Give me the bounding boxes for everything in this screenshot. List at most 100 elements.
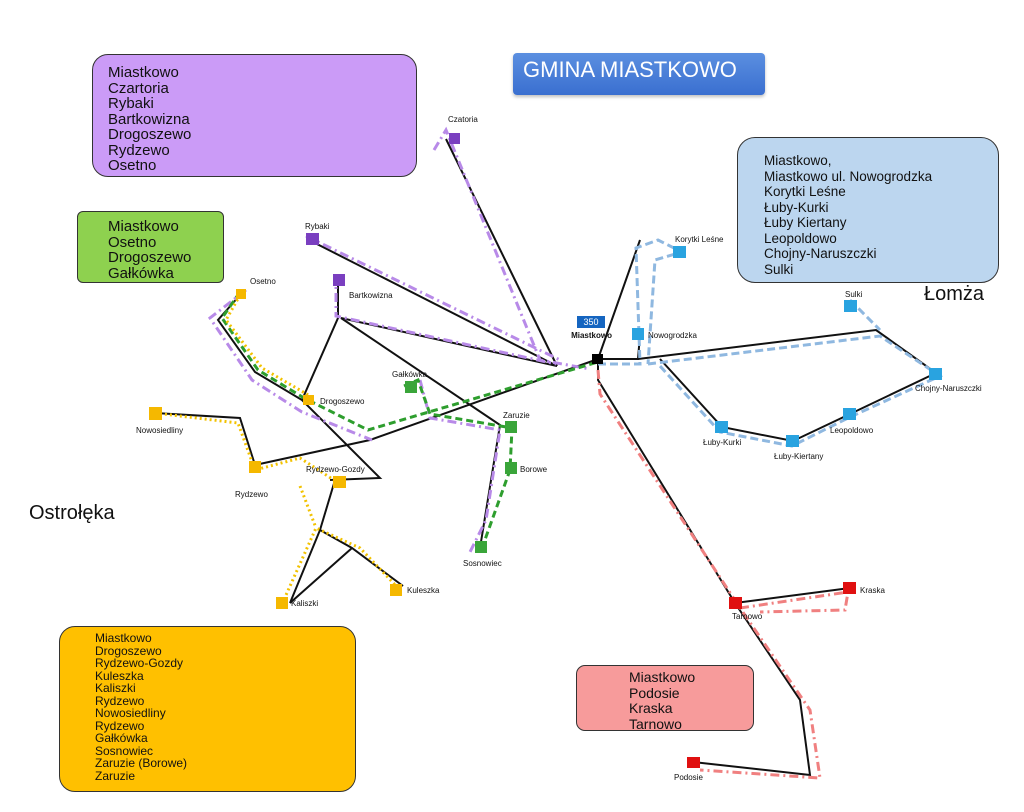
legend-item: Kaliszki xyxy=(95,681,136,695)
legend-green-route: Miastkowo Osetno Drogoszewo Gałkówka xyxy=(77,211,224,283)
legend-item: Rydzewo-Gozdy xyxy=(95,656,184,670)
legend-item: Rydzewo xyxy=(95,718,145,733)
stop-marker-drogoszewo[interactable] xyxy=(303,395,314,405)
stop-markers xyxy=(149,133,942,768)
page-title: GMINA MIASTKOWO xyxy=(513,53,765,95)
stop-label-osetno: Osetno xyxy=(250,277,276,286)
legend-item: Miastkowo xyxy=(108,64,179,81)
stop-label-luby-kurki: Łuby-Kurki xyxy=(703,438,741,447)
stop-label-sosnowiec: Sosnowiec xyxy=(463,559,502,568)
stop-label-podosie: Podosie xyxy=(674,773,703,782)
legend-item: Bartkowizna xyxy=(108,110,190,128)
stop-label-nowosiedliny: Nowosiedliny xyxy=(136,426,183,435)
stop-marker-chojny[interactable] xyxy=(929,368,942,380)
legend-item: Łuby Kiertany xyxy=(764,215,847,230)
stop-label-czatoria: Czatoria xyxy=(448,115,478,124)
stop-label-galkowka: Gałkówka xyxy=(392,370,428,379)
stop-label-rydzewo: Rydzewo xyxy=(235,490,268,499)
stop-marker-rybaki[interactable] xyxy=(306,233,319,245)
stop-label-borowe: Borowe xyxy=(520,465,548,474)
stop-marker-luby-kiertany[interactable] xyxy=(786,435,799,447)
stop-marker-borowe[interactable] xyxy=(505,462,517,474)
legend-item: Czartoria xyxy=(108,79,169,97)
stop-marker-kuleszka[interactable] xyxy=(390,584,402,596)
route-number-badge: 350 xyxy=(577,316,605,328)
stop-label-nowogrodzka: Nowogrodzka xyxy=(648,331,697,340)
legend-item: Rybaki xyxy=(108,95,154,112)
legend-item: Tarnowo xyxy=(629,715,682,732)
stop-label-rybaki: Rybaki xyxy=(305,222,330,231)
stop-marker-korytki[interactable] xyxy=(673,246,686,258)
stop-marker-rydzewo-gozdy[interactable] xyxy=(333,476,346,488)
legend-item: Miastkowo xyxy=(108,218,179,235)
legend-red-route: Miastkowo Podosie Kraska Tarnowo xyxy=(576,665,754,731)
stop-label-chojny: Chojny-Naruszczki xyxy=(915,384,982,393)
legend-item: Osetno xyxy=(108,157,157,174)
legend-item: Miastkowo xyxy=(629,669,696,685)
region-label-west: Ostrołęka xyxy=(29,502,115,524)
stop-label-rydzewo-gozdy: Rydzewo-Gozdy xyxy=(306,465,365,474)
legend-item: Miastkowo xyxy=(95,631,152,645)
stop-label-kaliszki: Kaliszki xyxy=(291,599,318,608)
legend-blue-route: Miastkowo, Miastkowo ul. Nowogrodzka Kor… xyxy=(737,137,999,283)
stop-label-miastkowo: Miastkowo xyxy=(571,331,612,340)
stop-label-tarnowo: Tarnowo xyxy=(732,612,763,621)
legend-item: Osetno xyxy=(108,233,157,251)
stop-marker-luby-kurki[interactable] xyxy=(715,421,728,433)
legend-item: Zaruzie xyxy=(95,768,136,783)
stop-marker-kraska[interactable] xyxy=(843,582,856,594)
stop-label-sulki: Sulki xyxy=(845,290,863,299)
stop-marker-galkowka[interactable] xyxy=(405,381,417,393)
yellow-route xyxy=(154,294,402,605)
legend-item: Podosie xyxy=(629,684,680,701)
legend-item: Rydzewo xyxy=(108,141,170,159)
red-route xyxy=(596,369,850,780)
purple-route xyxy=(207,126,591,553)
stop-labels: Miastkowo Czatoria Rybaki Bartkowizna Os… xyxy=(136,115,982,782)
legend-item: Sosnowiec xyxy=(95,743,154,758)
stop-marker-rydzewo[interactable] xyxy=(249,461,261,473)
legend-item: Chojny-Naruszczki xyxy=(764,246,877,261)
stop-label-kuleszka: Kuleszka xyxy=(407,586,440,595)
legend-item: Drogoszewo xyxy=(108,126,192,143)
legend-item: Kraska xyxy=(629,700,673,716)
stop-marker-zaruzie[interactable] xyxy=(505,421,517,433)
legend-item: Gałkówka xyxy=(95,731,148,745)
legend-item: Sulki xyxy=(764,261,794,277)
legend-item: Miastkowo ul. Nowogrodzka xyxy=(764,168,933,184)
stop-label-leopoldowo: Leopoldowo xyxy=(830,426,874,435)
stop-marker-nowogrodzka[interactable] xyxy=(632,328,644,340)
stop-marker-sosnowiec[interactable] xyxy=(475,541,487,553)
legend-item: Drogoszewo xyxy=(108,249,192,266)
stop-marker-bartkowizna[interactable] xyxy=(333,274,345,286)
stop-marker-sulki[interactable] xyxy=(844,300,857,312)
legend-item: Kuleszka xyxy=(95,668,144,683)
stop-marker-nowosiedliny[interactable] xyxy=(149,407,162,420)
stop-label-drogoszewo: Drogoszewo xyxy=(320,397,365,406)
legend-item: Gałkówka xyxy=(108,264,174,282)
stop-marker-leopoldowo[interactable] xyxy=(843,408,856,420)
stop-label-bartkowizna: Bartkowizna xyxy=(349,291,393,300)
legend-item: Leopoldowo xyxy=(764,230,837,246)
legend-yellow-route: Miastkowo Drogoszewo Rydzewo-Gozdy Kules… xyxy=(59,626,356,792)
stop-label-korytki: Korytki Leśne xyxy=(675,235,724,244)
legend-item: Nowosiedliny xyxy=(95,706,166,720)
stop-label-kraska: Kraska xyxy=(860,586,885,595)
stop-marker-osetno[interactable] xyxy=(236,289,246,299)
stop-marker-podosie[interactable] xyxy=(687,757,700,768)
stop-marker-tarnowo[interactable] xyxy=(729,597,742,609)
legend-item: Drogoszewo xyxy=(95,643,162,658)
green-route xyxy=(220,291,599,549)
stop-marker-czatoria[interactable] xyxy=(449,133,460,144)
legend-item: Korytki Leśne xyxy=(764,184,846,199)
stop-marker-kaliszki[interactable] xyxy=(276,597,288,609)
stop-label-luby-kiertany: Łuby-Kiertany xyxy=(774,452,823,461)
legend-item: Zaruzie (Borowe) xyxy=(95,756,188,770)
region-label-east: Łomża xyxy=(924,283,985,305)
stop-marker-miastkowo[interactable] xyxy=(592,354,603,364)
legend-item: Miastkowo, xyxy=(764,153,832,168)
stop-label-zaruzie: Zaruzie xyxy=(503,411,530,420)
legend-item: Rydzewo xyxy=(95,693,145,708)
legend-purple-route: Miastkowo Czartoria Rybaki Bartkowizna D… xyxy=(92,54,417,177)
